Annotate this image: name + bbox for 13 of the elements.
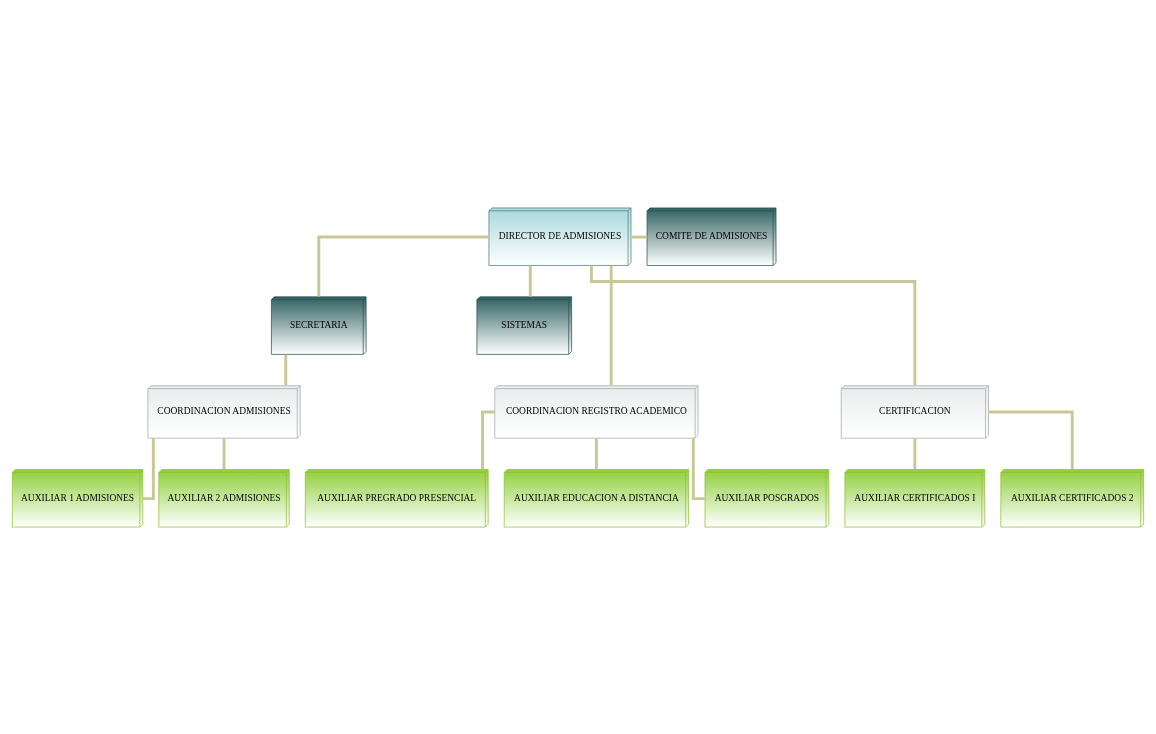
connector (222, 437, 226, 469)
connector (528, 265, 532, 297)
connector (481, 410, 495, 469)
connector (609, 265, 613, 386)
connector (594, 437, 598, 469)
connector (317, 235, 489, 297)
connector (691, 437, 705, 500)
connector (589, 265, 917, 386)
connector (284, 354, 288, 385)
connector (913, 437, 917, 469)
connector (631, 235, 647, 238)
connector (988, 410, 1074, 469)
connector (142, 437, 155, 500)
